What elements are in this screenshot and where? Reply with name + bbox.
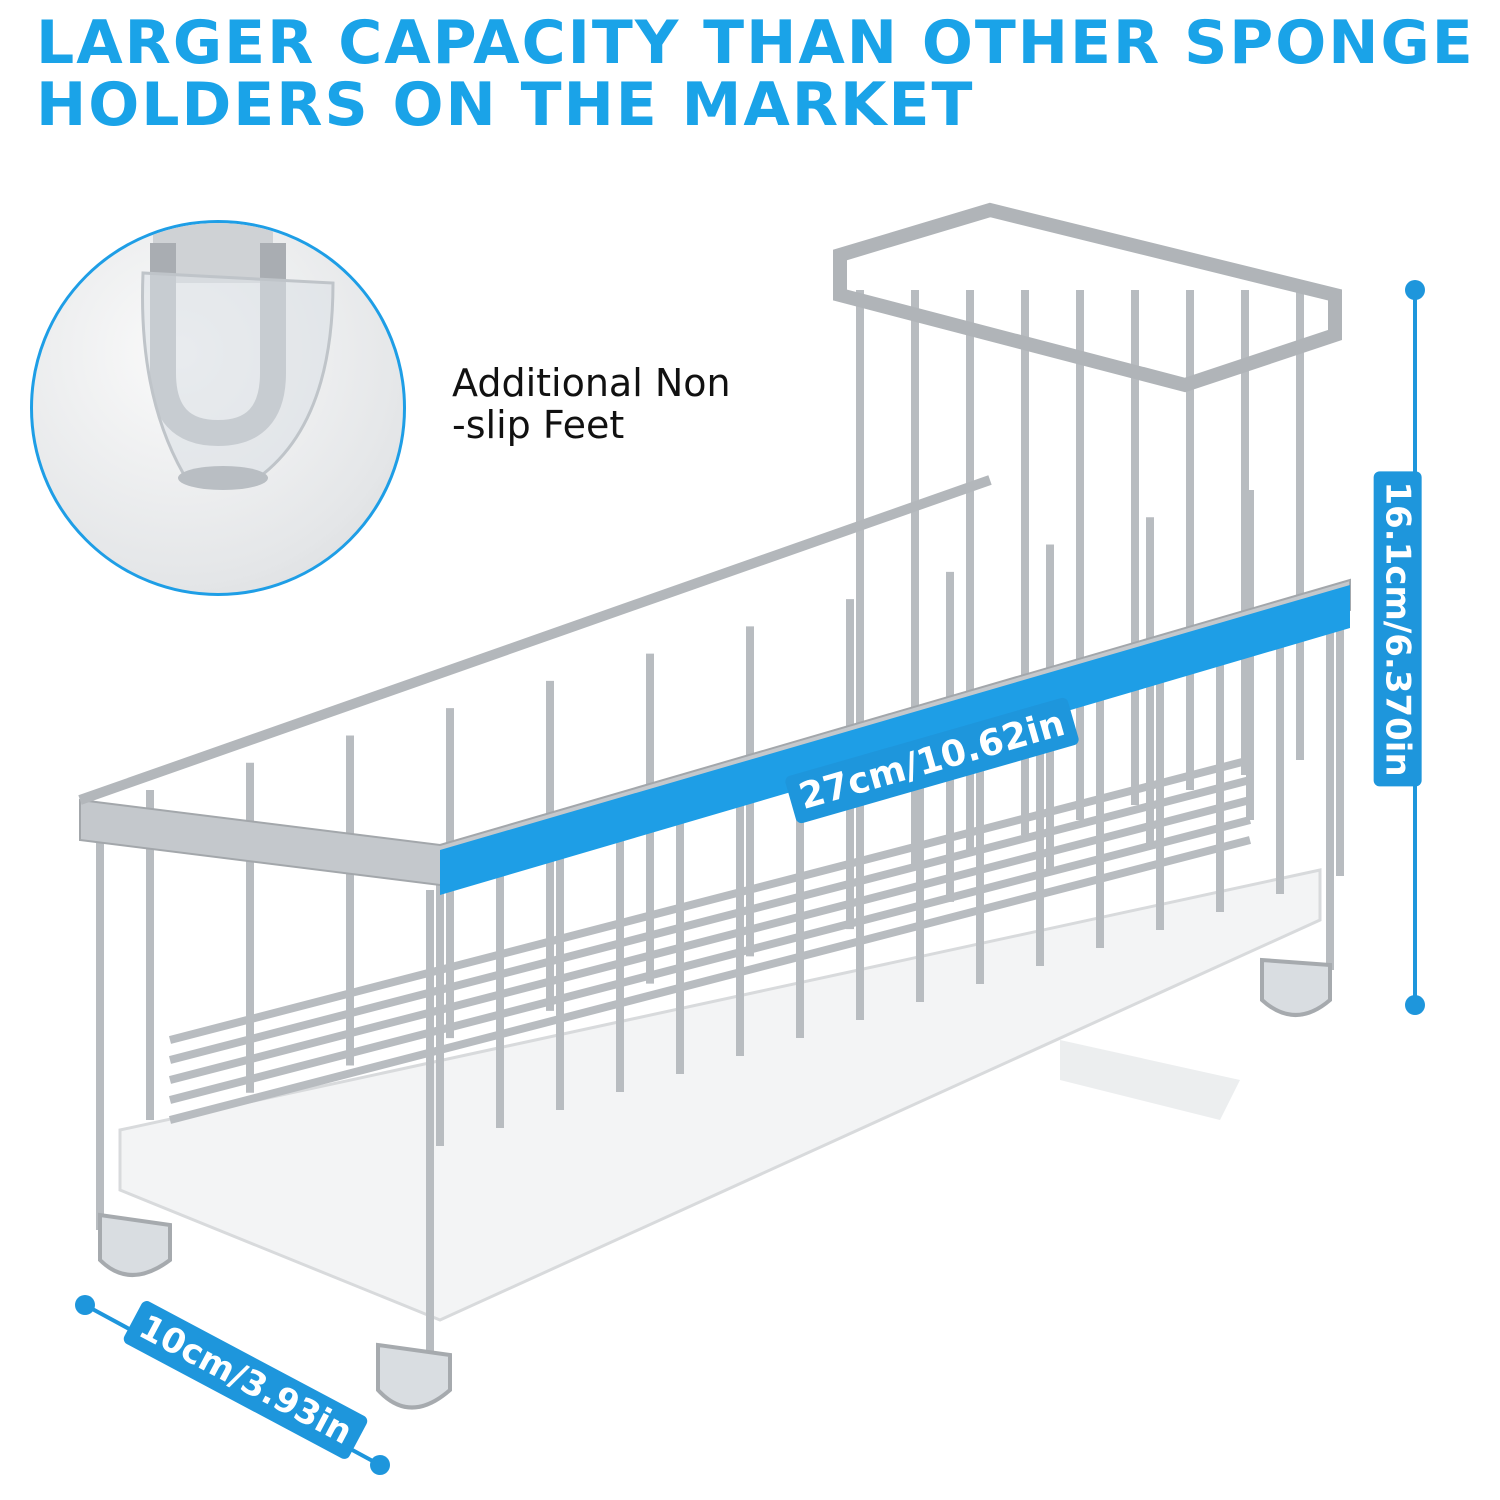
- feet: [98, 957, 1332, 1410]
- height-dimension-label: 16.1cm/6.370in: [1373, 471, 1422, 787]
- width-endpoint-left: [75, 1295, 95, 1315]
- non-slip-feet-closeup: [30, 220, 406, 596]
- feet-label-line-1: Additional Non: [452, 361, 731, 405]
- non-slip-feet-label: Additional Non -slip Feet: [452, 362, 731, 446]
- headline: LARGER CAPACITY THAN OTHER SPONGE HOLDER…: [36, 12, 1475, 136]
- headline-line-1: LARGER CAPACITY THAN OTHER SPONGE: [36, 8, 1475, 78]
- height-endpoint-top: [1405, 280, 1425, 300]
- height-endpoint-bottom: [1405, 995, 1425, 1015]
- length-highlight-bar: [440, 585, 1350, 895]
- base-wire: [168, 816, 1252, 1104]
- base-wire: [168, 796, 1252, 1084]
- drip-tray: [118, 868, 1322, 1322]
- top-rim: [78, 475, 1351, 895]
- caddy-compartment: [833, 202, 1342, 393]
- base-wire: [168, 776, 1252, 1064]
- headline-line-2: HOLDERS ON THE MARKET: [36, 70, 975, 140]
- base-wire: [168, 836, 1252, 1124]
- feet-label-line-2: -slip Feet: [452, 403, 625, 447]
- width-endpoint-right: [370, 1455, 390, 1475]
- base-wire: [168, 756, 1252, 1044]
- foot-closeup-image: [141, 223, 335, 490]
